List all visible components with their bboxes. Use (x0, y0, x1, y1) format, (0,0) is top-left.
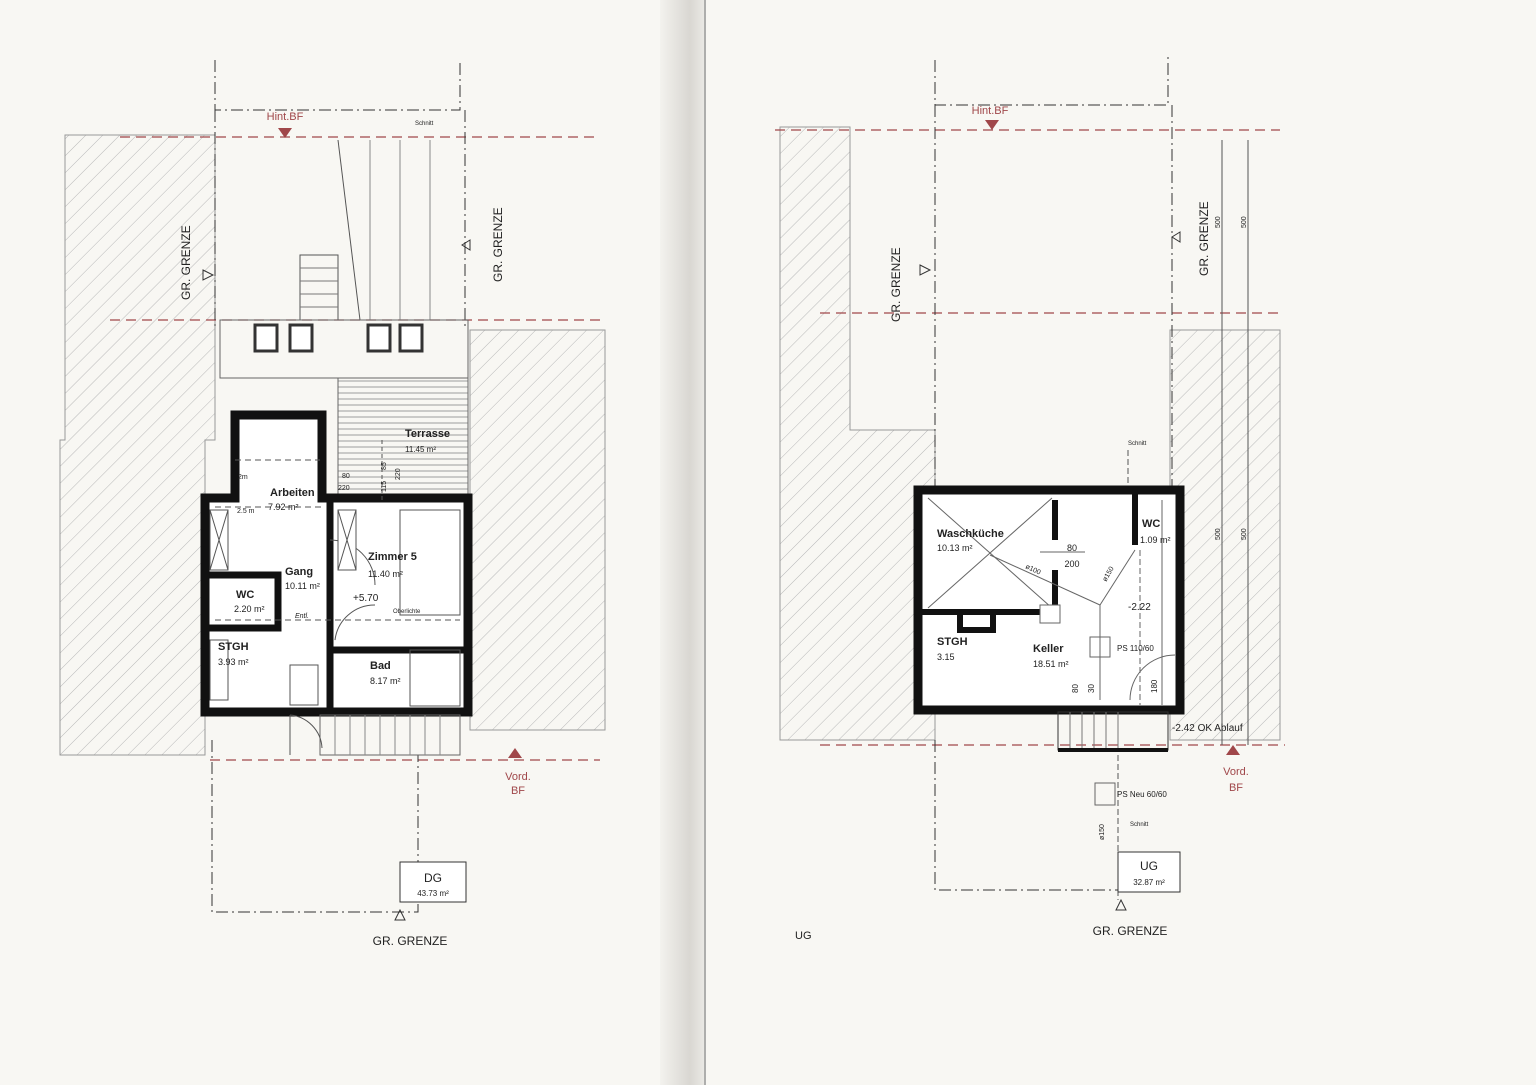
rear-line-label: Hint.BF (972, 105, 1009, 117)
front-marker-icon (508, 748, 522, 758)
section-label: Schnitt (415, 121, 434, 127)
room-name: STGH (218, 641, 249, 653)
left-plan-dg (59, 60, 606, 921)
rear-line-label: Hint.BF (267, 111, 304, 123)
room-area: 18.51 m² (1033, 659, 1069, 669)
dimension: 115 (381, 481, 388, 492)
boundary-marker-icon (202, 269, 215, 281)
room-area: 10.11 m² (285, 581, 320, 591)
boundary-label-right: GR. GRENZE (491, 207, 505, 282)
boundary-label-bottom: GR. GRENZE (373, 934, 448, 948)
dimension: 30 (1087, 684, 1096, 693)
boundary-marker-icon (919, 264, 932, 276)
boundary-label-bottom: GR. GRENZE (1093, 924, 1168, 938)
rear-marker-icon (985, 120, 999, 130)
room-name: STGH (937, 636, 968, 648)
door-width: 80 (1067, 543, 1077, 553)
dimension: 220 (395, 468, 402, 480)
room-area: 8.17 m² (370, 676, 401, 686)
room-area: 10.13 m² (937, 543, 973, 553)
level-label: DG (424, 871, 442, 885)
room-area: 11.45 m² (405, 445, 436, 454)
room-area: 2.20 m² (234, 604, 265, 614)
room-name: Arbeiten (270, 487, 315, 499)
front-line-label: Vord. (505, 771, 531, 783)
section-label: Schnitt (1128, 441, 1147, 447)
neighbor-hatch-right (469, 329, 606, 731)
room-area: 1.09 m² (1140, 535, 1171, 545)
dimension: 2.5 m (237, 508, 255, 515)
front-marker-icon (1226, 745, 1240, 755)
rear-marker-icon (278, 128, 292, 138)
level-mark: -2.22 (1128, 602, 1151, 613)
dimension: 85 (381, 462, 388, 470)
right-plan-ug (775, 55, 1285, 911)
dimension: Oberlichte (393, 609, 421, 615)
room-name: Waschküche (937, 528, 1004, 540)
boundary-label-left: GR. GRENZE (889, 247, 903, 322)
pipe-label: ø150 (1099, 824, 1106, 840)
page-label: UG (795, 930, 812, 942)
level-area: 43.73 m² (417, 889, 449, 898)
dimension: 220 (338, 485, 350, 492)
building-outline-ug (913, 485, 1185, 715)
level-mark: +5.70 (353, 593, 379, 604)
dimension: 2m (238, 474, 248, 481)
drain-label: -2.42 OK Ablauf (1172, 723, 1243, 734)
level-label: UG (1140, 859, 1158, 873)
level-area: 32.87 m² (1133, 878, 1165, 887)
boundary-label-left: GR. GRENZE (179, 225, 193, 300)
room-area: 7.92 m² (268, 502, 299, 512)
pump-shaft-label: PS 110/60 (1117, 644, 1154, 653)
dimension: 500 (1215, 216, 1222, 228)
room-name: Gang (285, 566, 313, 578)
room-name: Terrasse (405, 428, 450, 440)
room-name: Zimmer 5 (368, 551, 417, 563)
svg-text:BF: BF (1229, 782, 1243, 794)
page-gutter (660, 0, 710, 1085)
building-outline-dg (200, 410, 473, 717)
section-label: Schnitt (1130, 822, 1149, 828)
room-area: 11.40 m² (368, 569, 403, 579)
level-box-ug (1117, 851, 1181, 893)
dimension: 80 (342, 473, 350, 480)
dimension: Entl. (295, 613, 309, 620)
pump-shaft-label: PS Neu 60/60 (1117, 790, 1167, 799)
room-name: Keller (1033, 643, 1064, 655)
dimension: 500 (1215, 528, 1222, 540)
room-name: WC (236, 589, 254, 601)
svg-text:BF: BF (511, 785, 525, 797)
room-name: Bad (370, 660, 391, 672)
dimension: 500 (1241, 528, 1248, 540)
level-box-dg (399, 861, 467, 903)
room-area: 3.93 m² (218, 657, 249, 667)
room-area: 3.15 (937, 652, 955, 662)
dimension: 80 (1071, 684, 1080, 693)
dimension: 180 (1150, 679, 1159, 693)
dimension: 500 (1241, 216, 1248, 228)
neighbor-hatch-right (1169, 329, 1281, 741)
room-name: WC (1142, 518, 1160, 530)
door-height: 200 (1064, 559, 1079, 569)
terrace (337, 377, 469, 497)
front-line-label: Vord. (1223, 766, 1249, 778)
boundary-label-right: GR. GRENZE (1197, 201, 1211, 276)
